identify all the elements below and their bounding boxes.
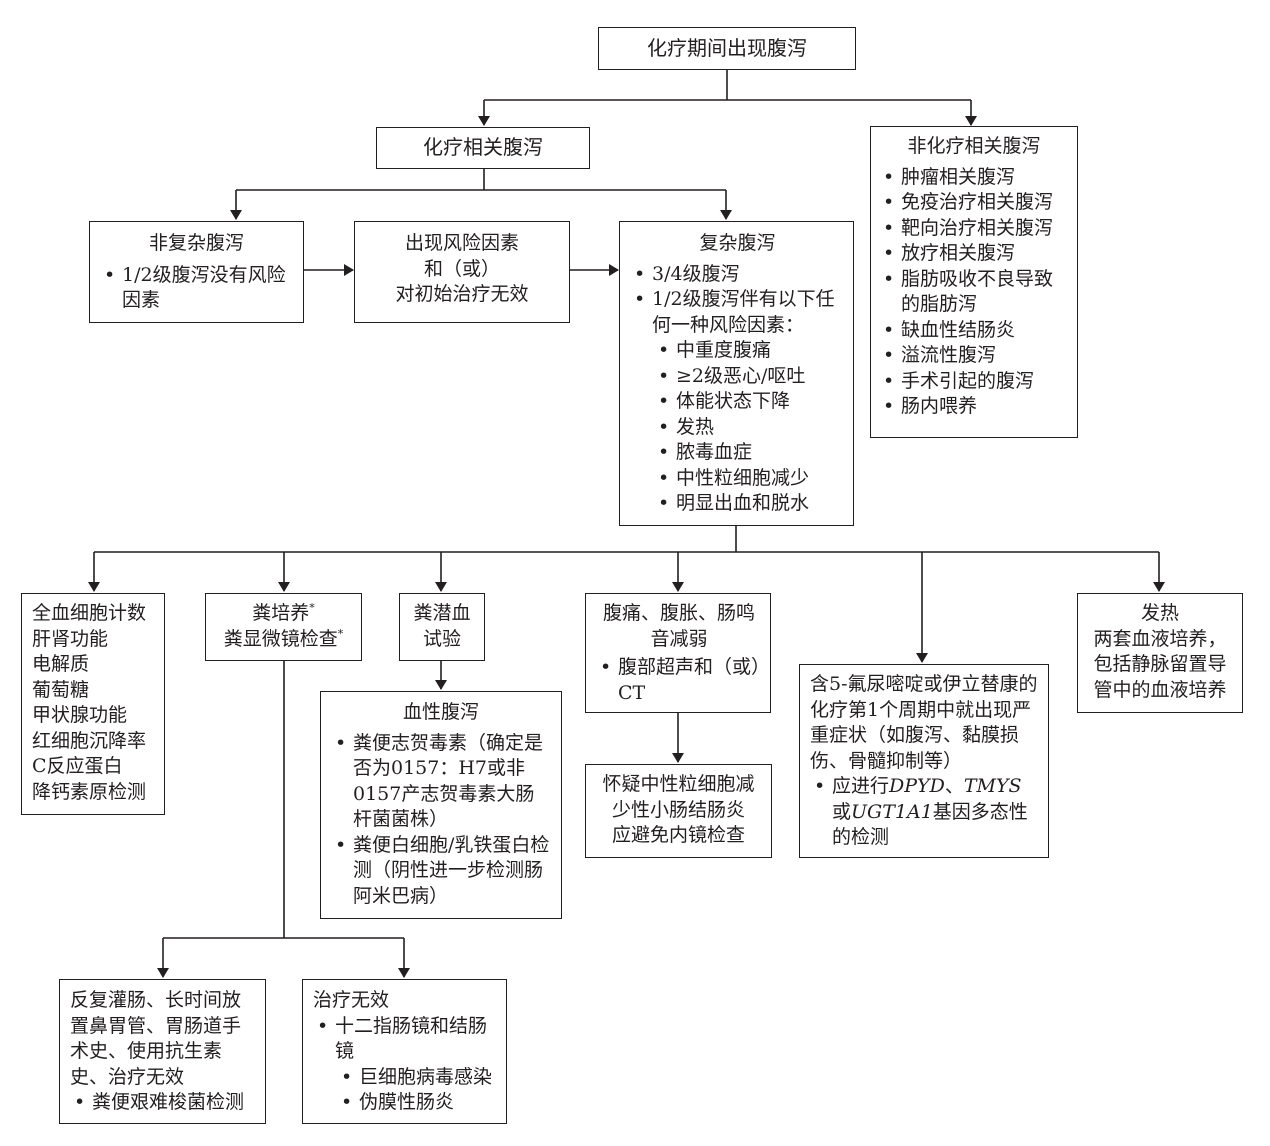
complicated-box: 复杂腹泻 3/4级腹泻 1/2级腹泻伴有以下任何一种风险因素： 中重度腹痛 ≥2… — [619, 221, 854, 526]
uncomplicated-title: 非复杂腹泻 — [148, 232, 244, 254]
non-chemo-item: 肿瘤相关腹泻 — [879, 165, 1069, 191]
gene-ugt1a1: UGT1A1 — [851, 800, 933, 823]
cdiff-list: 粪便艰难梭菌检测 — [70, 1090, 257, 1116]
bloody-list: 粪便志贺毒素（确定是否为0157：H7或非0157产志贺毒素大肠杆菌菌株） 粪便… — [331, 731, 551, 910]
non-chemo-diarrhea-box: 非化疗相关腹泻 肿瘤相关腹泻 免疫治疗相关腹泻 靶向治疗相关腹泻 放疗相关腹泻 … — [870, 126, 1078, 438]
non-chemo-item: 脂肪吸收不良导致的脂肪泻 — [879, 267, 1069, 318]
fever-box: 发热 两套血液培养，包括静脉留置导管中的血液培养 — [1077, 593, 1243, 713]
risk-line: 对初始治疗无效 — [395, 283, 529, 305]
lab-test: 甲状腺功能 — [32, 704, 128, 726]
stool-culture-line: 粪培养 — [252, 602, 310, 624]
lab-test: 全血细胞计数 — [32, 602, 147, 624]
abdominal-line: 腹痛、腹胀、肠鸣 — [602, 602, 755, 624]
treatment-title: 治疗无效 — [313, 989, 390, 1011]
complicated-item: 1/2级腹泻伴有以下任何一种风险因素： 中重度腹痛 ≥2级恶心/呕吐 体能状态下… — [630, 287, 845, 517]
treatment-list: 十二指肠镜和结肠镜 巨细胞病毒感染 伪膜性肠炎 — [313, 1014, 498, 1116]
infection-item: 伪膜性肠炎 — [337, 1090, 498, 1116]
risk-line: 出现风险因素 — [404, 232, 519, 254]
risk-factors-box: 出现风险因素 和（或） 对初始治疗无效 — [354, 221, 570, 323]
stool-culture-box: 粪培养* 粪显微镜检查* — [205, 593, 362, 661]
lab-test: 降钙素原检测 — [32, 780, 147, 803]
risk-line: 和（或） — [423, 257, 500, 280]
treatment-item-text: 十二指肠镜和结肠镜 — [335, 1014, 488, 1063]
bloody-diarrhea-box: 血性腹泻 粪便志贺毒素（确定是否为0157：H7或非0157产志贺毒素大肠杆菌菌… — [320, 691, 562, 919]
occult-line: 试验 — [422, 627, 461, 650]
risk-factor-item: 发热 — [654, 415, 845, 441]
non-chemo-item: 免疫治疗相关腹泻 — [879, 190, 1069, 216]
fluorouracil-text: 含5-氟尿嘧啶或伊立替康的化疗第1个周期中就出现严重症状（如腹泻、黏膜损伤、骨髓… — [810, 673, 1038, 772]
non-chemo-item: 靶向治疗相关腹泻 — [879, 216, 1069, 242]
non-chemo-item: 缺血性结肠炎 — [879, 318, 1069, 344]
non-chemo-item: 手术引起的腹泻 — [879, 369, 1069, 395]
footnote-mark: * — [337, 627, 344, 641]
abdominal-line: 音减弱 — [650, 627, 708, 650]
cdiff-box: 反复灌肠、长时间放置鼻胃管、胃肠道手术史、使用抗生素史、治疗无效 粪便艰难梭菌检… — [59, 979, 266, 1124]
treatment-sublist: 巨细胞病毒感染 伪膜性肠炎 — [335, 1065, 498, 1116]
complicated-item-text: 1/2级腹泻伴有以下任何一种风险因素： — [652, 288, 835, 336]
non-chemo-item: 放疗相关腹泻 — [879, 241, 1069, 267]
risk-factor-sublist: 中重度腹痛 ≥2级恶心/呕吐 体能状态下降 发热 脓毒血症 中性粒细胞减少 明显… — [652, 338, 845, 517]
uncomplicated-list: 1/2级腹泻没有风险因素 — [100, 263, 293, 314]
treatment-failure-box: 治疗无效 十二指肠镜和结肠镜 巨细胞病毒感染 伪膜性肠炎 — [302, 979, 507, 1124]
fluorouracil-box: 含5-氟尿嘧啶或伊立替康的化疗第1个周期中就出现严重症状（如腹泻、黏膜损伤、骨髓… — [799, 664, 1049, 858]
uncomplicated-item: 1/2级腹泻没有风险因素 — [100, 263, 293, 314]
risk-factor-item: 中重度腹痛 — [654, 338, 845, 364]
risk-factor-item: ≥2级恶心/呕吐 — [654, 364, 845, 390]
lab-test: 葡萄糖 — [32, 678, 90, 701]
enterocolitis-line: 怀疑中性粒细胞减 — [602, 773, 755, 795]
fever-text: 两套血液培养，包括静脉留置导管中的血液培养 — [1093, 627, 1227, 701]
complicated-item: 3/4级腹泻 — [630, 262, 845, 288]
gene-sep: 、 — [944, 775, 964, 797]
lab-test: 肝肾功能 — [32, 627, 109, 650]
risk-factor-item: 脓毒血症 — [654, 440, 845, 466]
enterocolitis-line: 应避免内镜检查 — [611, 824, 745, 846]
enterocolitis-line: 少性小肠结肠炎 — [611, 798, 745, 821]
bloody-item: 粪便志贺毒素（确定是否为0157：H7或非0157产志贺毒素大肠杆菌菌株） — [331, 731, 551, 833]
cdiff-text: 反复灌肠、长时间放置鼻胃管、胃肠道手术史、使用抗生素史、治疗无效 — [70, 989, 242, 1088]
cdiff-item: 粪便艰难梭菌检测 — [70, 1090, 257, 1116]
lab-test: 电解质 — [32, 653, 90, 675]
risk-factor-item: 明显出血和脱水 — [654, 491, 845, 517]
gene-test-item: 应进行DPYD、TMYS 或UGT1A1基因多态性的检测 — [810, 774, 1038, 851]
footnote-mark: * — [309, 601, 315, 615]
uncomplicated-box: 非复杂腹泻 1/2级腹泻没有风险因素 — [89, 221, 304, 323]
complicated-title: 复杂腹泻 — [699, 232, 776, 254]
complicated-list: 3/4级腹泻 1/2级腹泻伴有以下任何一种风险因素： 中重度腹痛 ≥2级恶心/呕… — [630, 262, 845, 517]
gene-test-prefix: 应进行 — [832, 775, 890, 797]
root-title: 化疗期间出现腹泻 — [647, 36, 807, 60]
gene-tmys: TMYS — [963, 775, 1022, 797]
infection-item: 巨细胞病毒感染 — [337, 1065, 498, 1091]
bloody-item: 粪便白细胞/乳铁蛋白检测（阴性进一步检测肠阿米巴病） — [331, 833, 551, 910]
root-box: 化疗期间出现腹泻 — [598, 27, 856, 70]
treatment-item: 十二指肠镜和结肠镜 巨细胞病毒感染 伪膜性肠炎 — [313, 1014, 498, 1116]
non-chemo-item: 肠内喂养 — [879, 394, 1069, 420]
gene-test-suffix: 基因多态性的检测 — [832, 800, 1028, 849]
non-chemo-list: 肿瘤相关腹泻 免疫治疗相关腹泻 靶向治疗相关腹泻 放疗相关腹泻 脂肪吸收不良导致… — [879, 165, 1069, 420]
chemo-diarrhea-title: 化疗相关腹泻 — [423, 135, 543, 159]
abdominal-box: 腹痛、腹胀、肠鸣 音减弱 腹部超声和（或）CT — [585, 593, 771, 713]
non-chemo-item: 溢流性腹泻 — [879, 343, 1069, 369]
gene-or: 或 — [832, 800, 852, 823]
lab-test: 红细胞沉降率 — [32, 729, 147, 752]
abdominal-item: 腹部超声和（或）CT — [596, 655, 762, 706]
gene-dpyd: DPYD — [889, 775, 945, 797]
lab-test: C反应蛋白 — [32, 755, 123, 777]
bloody-title: 血性腹泻 — [402, 701, 479, 723]
occult-line: 粪潜血 — [413, 602, 471, 624]
abdominal-list: 腹部超声和（或）CT — [596, 655, 762, 706]
risk-factor-item: 体能状态下降 — [654, 389, 845, 415]
chemo-diarrhea-box: 化疗相关腹泻 — [376, 127, 590, 169]
occult-blood-box: 粪潜血 试验 — [399, 593, 485, 661]
risk-factor-item: 中性粒细胞减少 — [654, 466, 845, 492]
labs-box: 全血细胞计数 肝肾功能 电解质 葡萄糖 甲状腺功能 红细胞沉降率 C反应蛋白 降… — [21, 593, 165, 815]
stool-microscopy-line: 粪显微镜检查 — [223, 627, 338, 650]
enterocolitis-box: 怀疑中性粒细胞减 少性小肠结肠炎 应避免内镜检查 — [585, 764, 772, 858]
non-chemo-title: 非化疗相关腹泻 — [907, 135, 1041, 157]
fluorouracil-list: 应进行DPYD、TMYS 或UGT1A1基因多态性的检测 — [810, 774, 1038, 851]
fever-title: 发热 — [1140, 602, 1179, 624]
